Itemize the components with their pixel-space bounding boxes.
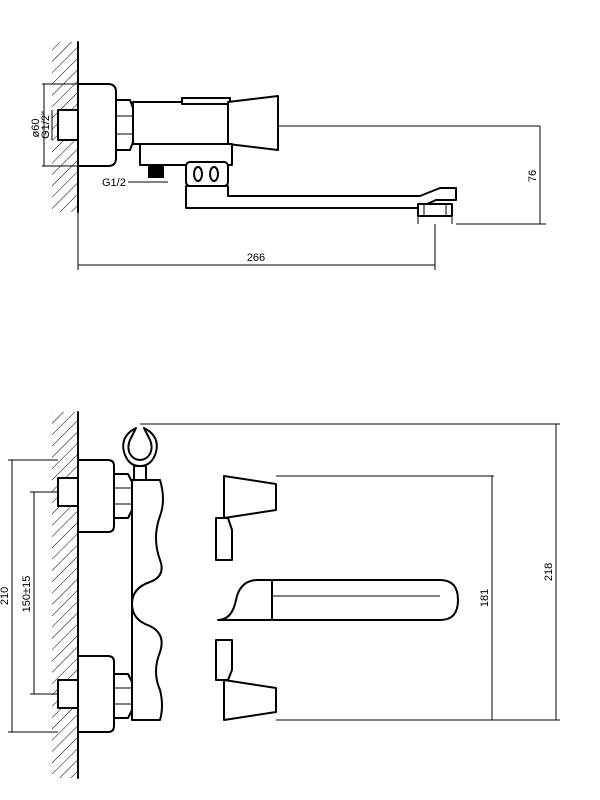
- shower-holder: [122, 427, 158, 467]
- diverter-block: [139, 143, 233, 166]
- dim-210-label: 210: [0, 587, 11, 605]
- upper-handle: [223, 475, 277, 519]
- outlet-thread: [148, 164, 164, 178]
- dim-flange-dia-label: ø60: [30, 119, 42, 138]
- lower-handle: [223, 679, 277, 721]
- upper-flange: [77, 459, 115, 533]
- dim-76-label: 76: [527, 170, 539, 182]
- front-view: 181 218 210 150±15: [0, 411, 560, 779]
- dim-218-label: 218: [543, 563, 555, 581]
- hex-nut: [115, 99, 134, 151]
- mixer-body: [132, 101, 234, 145]
- dim-centers-label: 150±15: [21, 576, 33, 613]
- decorative-flange: [77, 83, 117, 167]
- upper-nut: [113, 473, 133, 519]
- dim-wall-thread-label: G1/2": [40, 111, 52, 139]
- spout: [185, 185, 457, 209]
- lower-nut: [113, 673, 133, 719]
- top-view: 76 266 ø60 G1/2" G1/2: [30, 41, 546, 270]
- dim-266-label: 266: [247, 252, 265, 264]
- diverter-pivot: [217, 579, 273, 621]
- mixer-body-front: [131, 479, 164, 721]
- eccentric-fitting: [57, 109, 79, 141]
- dim-181-label: 181: [479, 589, 491, 607]
- dim-outlet-thread-label: G1/2: [102, 177, 126, 189]
- spout-front: [271, 579, 459, 621]
- lever-handle: [227, 95, 279, 151]
- wall-hatch-front: [52, 412, 78, 778]
- aerator: [417, 203, 453, 217]
- lower-flange: [77, 655, 115, 733]
